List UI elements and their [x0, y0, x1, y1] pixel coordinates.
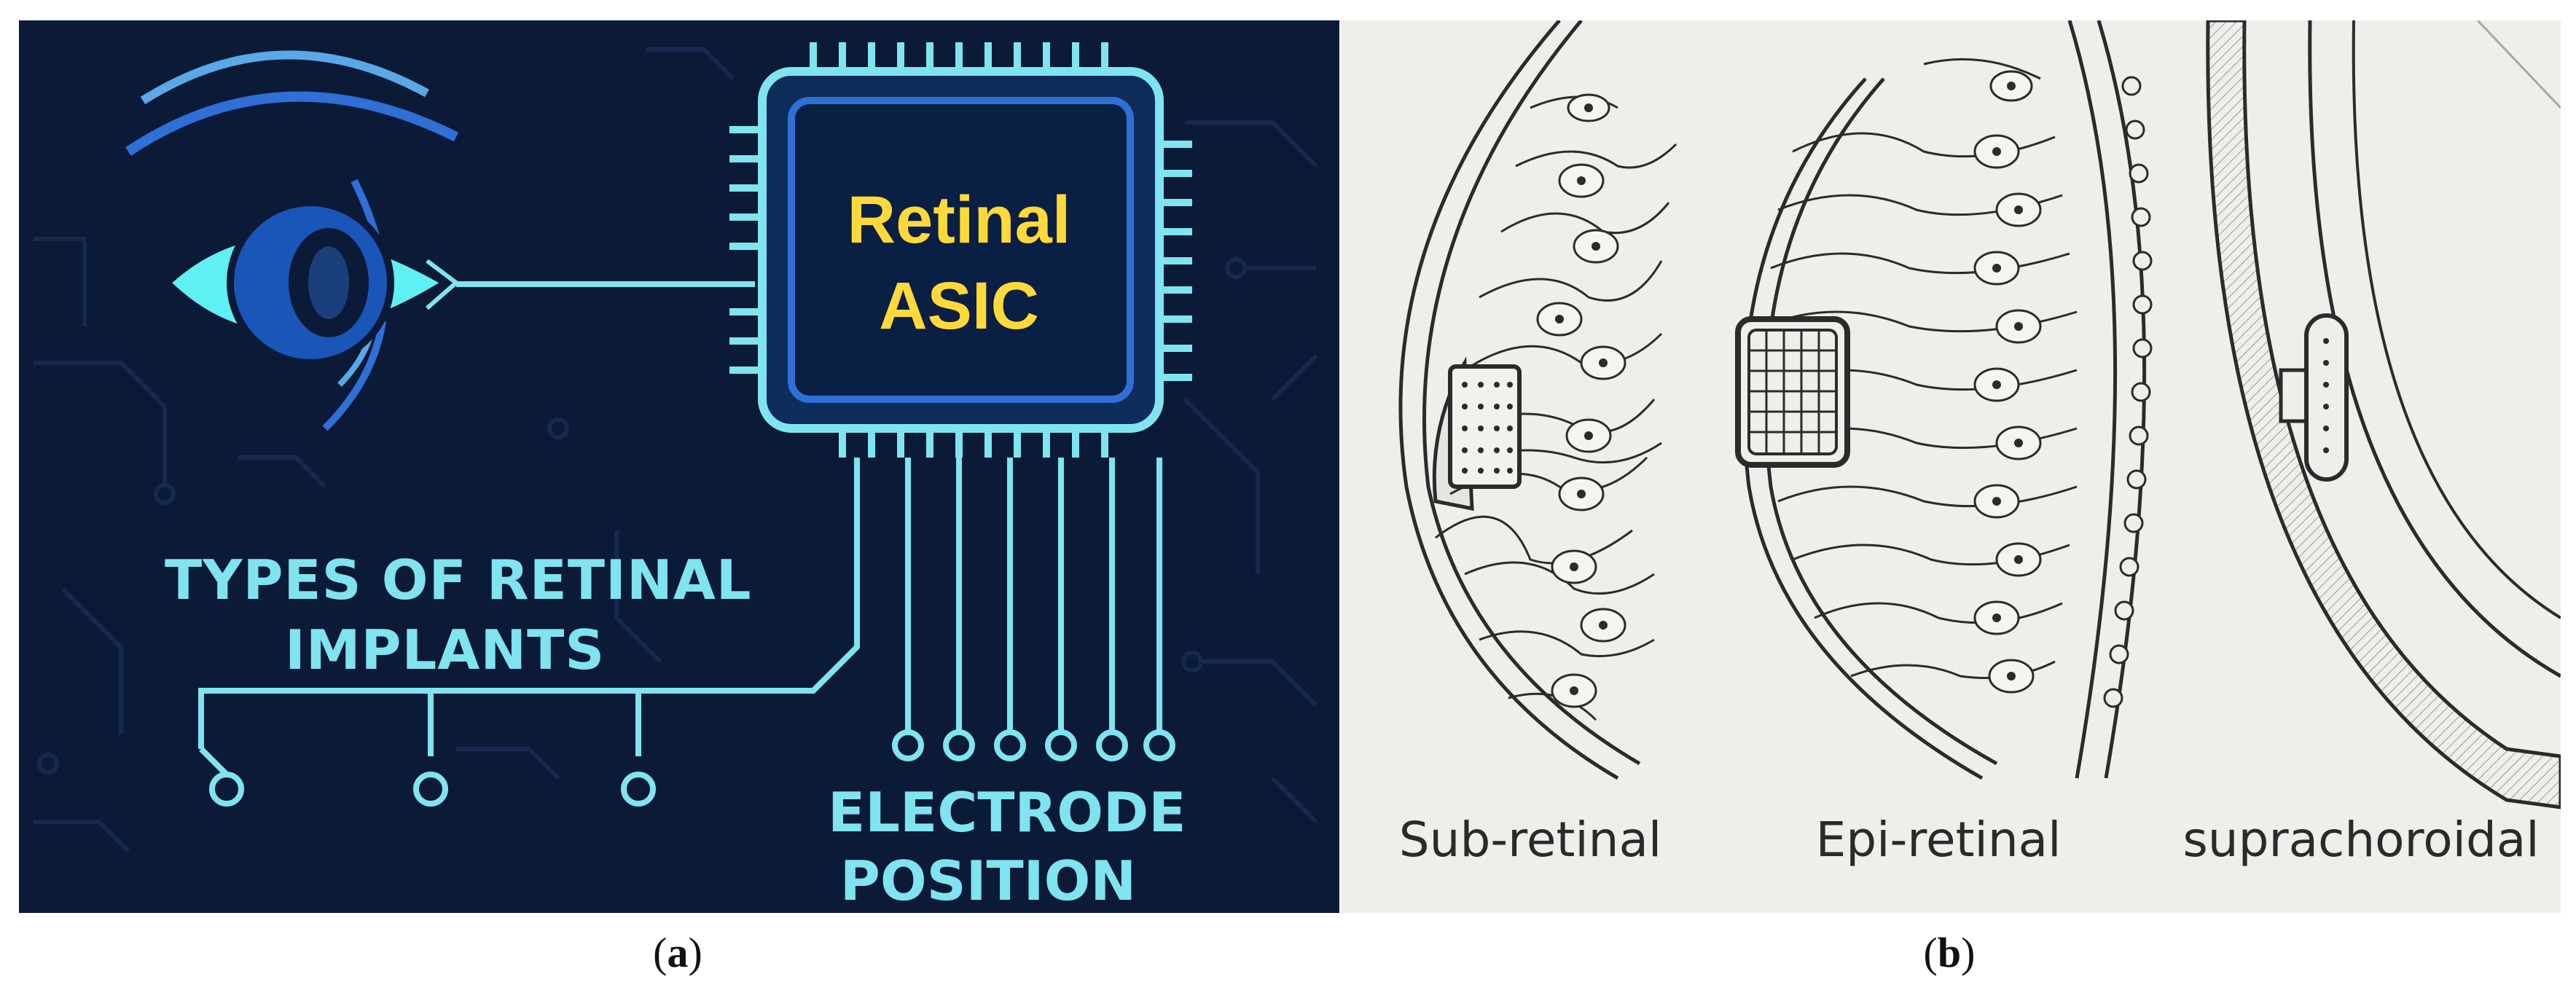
label-epi-retinal: Epi-retinal — [1815, 812, 2062, 868]
caption-b-letter: b — [1937, 929, 1962, 976]
chip-label-line1: Retinal — [847, 183, 1071, 257]
chip-label-line2: ASIC — [879, 269, 1039, 343]
panel-a-illustration: Retinal ASIC TYPES OF RETINAL IMPLANTS E… — [19, 20, 1339, 913]
electrode-line1: ELECTRODE — [828, 780, 1186, 844]
sub-retinal-drawing — [1398, 20, 1677, 780]
suprachoroidal-drawing — [2206, 20, 2561, 809]
electrode-nodes — [209, 729, 1175, 807]
electrode-position-label: ELECTRODE POSITION — [828, 778, 1186, 913]
chip-label: Retinal ASIC — [835, 177, 1083, 349]
retinal-asic-chip — [729, 42, 1192, 458]
caption-a-open: ( — [653, 929, 668, 976]
panel-b-illustration: Sub-retinal Epi-retinal suprachoroidal — [1341, 20, 2561, 913]
node-stub — [199, 747, 229, 777]
background-circuit-traces — [34, 47, 1318, 853]
label-suprachoroidal: suprachoroidal — [2182, 812, 2540, 868]
panel-a-graphics — [34, 42, 1318, 853]
caption-b-close: ) — [1961, 929, 1976, 976]
panel-a-title: TYPES OF RETINAL IMPLANTS — [165, 545, 821, 685]
caption-a-letter: a — [667, 929, 689, 976]
caption-a-close: ) — [688, 929, 702, 976]
label-sub-retinal: Sub-retinal — [1398, 812, 1662, 868]
panel-b-graphics — [1398, 20, 2561, 809]
caption-b: (b) — [1876, 924, 2022, 982]
eye-icon — [125, 50, 460, 431]
circuit-traces — [198, 458, 1162, 756]
electrode-line2: POSITION — [839, 849, 1137, 913]
title-line1: TYPES OF RETINAL — [165, 548, 752, 612]
caption-a: (a) — [605, 924, 751, 982]
epi-retinal-drawing — [1735, 20, 2153, 780]
caption-b-open: ( — [1923, 929, 1938, 976]
title-line2: IMPLANTS — [285, 618, 606, 682]
